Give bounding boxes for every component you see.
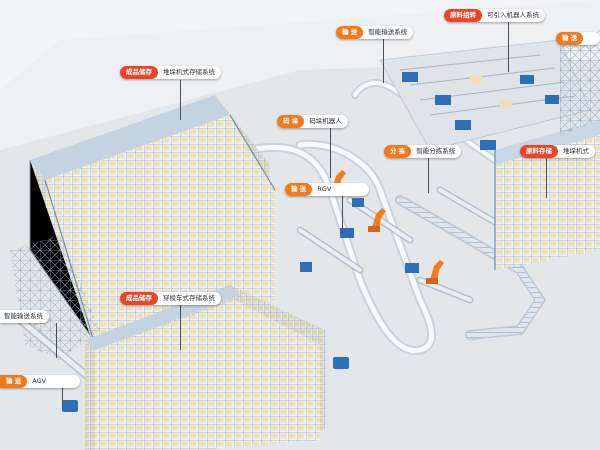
callout-conveyor-left: 智能输送系统 (0, 310, 49, 323)
callout-tag: 码 垛 (277, 115, 305, 128)
callout-stacker-storage: 成品储存 堆垛机式存储系统 (120, 66, 221, 79)
callout-text: 可引入机器人系统 (487, 11, 539, 19)
callout-shuttle-storage: 成品储存 穿梭车式存储系统 (120, 292, 221, 305)
callout-text: 智能输送系统 (368, 28, 408, 36)
callout-tag: 原料组转 (444, 9, 482, 22)
callout-text: 智能输送系统 (4, 312, 43, 320)
callout-rgv: 输 送 RGV (285, 183, 370, 196)
leader-line (62, 388, 63, 408)
robots (62, 170, 444, 412)
leader-line (180, 305, 181, 350)
callout-tag: 分 拣 (384, 145, 412, 158)
callout-text: 码垛机器人 (309, 117, 342, 125)
leader-line (508, 22, 509, 72)
leader-line (383, 38, 384, 83)
callout-conveyor-top: 输 送 智能输送系统 (336, 26, 414, 39)
leader-line (330, 128, 331, 178)
callout-tag: 成品储存 (120, 292, 158, 305)
callout-tag: 成品储存 (120, 66, 158, 79)
shuttle-rack (85, 285, 325, 450)
callout-tag: 输 送 (336, 26, 364, 39)
callout-tag: 输 送 (0, 375, 28, 388)
callout-agv: 输 送 AGV (0, 375, 81, 388)
callout-text: 智能分拣系统 (416, 147, 456, 155)
leader-line (546, 158, 547, 198)
leader-line (180, 80, 181, 120)
callout-raw-storage: 原料存储 堆垛机式 (520, 145, 595, 158)
callout-tag: 输 送 (285, 183, 313, 196)
callout-conveyor-right: 输 送 (556, 32, 600, 45)
leader-line (56, 323, 57, 358)
callout-text: 堆垛机式 (563, 147, 589, 155)
leader-line (342, 196, 343, 234)
callout-material-group: 原料组转 可引入机器人系统 (444, 9, 545, 22)
callout-palletizing: 码 垛 码垛机器人 (277, 115, 348, 128)
callout-text: 穿梭车式存储系统 (163, 294, 215, 302)
conveyor-network (245, 79, 547, 356)
callout-text: AGV (32, 377, 47, 385)
callout-text: RGV (317, 185, 332, 193)
callout-text: 堆垛机式存储系统 (163, 68, 215, 76)
callout-sorting: 分 拣 智能分拣系统 (384, 145, 462, 158)
robot-cells (379, 39, 591, 151)
callout-tag: 输 送 (556, 32, 584, 45)
callout-tag: 原料存储 (520, 145, 558, 158)
leader-line (428, 158, 429, 193)
